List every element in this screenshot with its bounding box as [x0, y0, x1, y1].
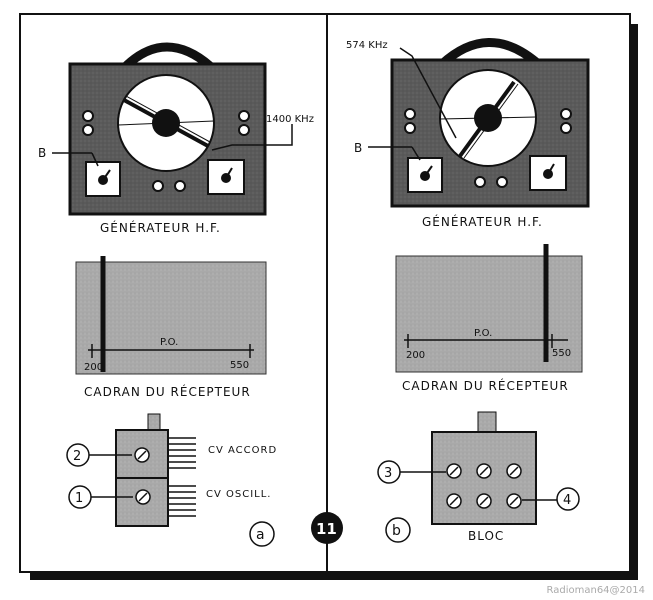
freq-label: 1400 KHz [266, 114, 314, 125]
shaft [477, 411, 497, 435]
scale-min: 200 [406, 350, 425, 361]
marker-4 [556, 487, 580, 511]
freq-leader [211, 124, 293, 151]
panel-letter-a: a [256, 527, 265, 543]
output-jack-1 [474, 176, 486, 188]
trimmer-slots [449, 466, 519, 506]
marker-1-label: 1 [75, 491, 83, 506]
dial-knob [474, 104, 502, 132]
b-label: B [38, 146, 46, 160]
meter-left-needle [102, 169, 111, 181]
jack-left-1 [404, 108, 416, 120]
generator-a: B 1400 KHz GÉNÉRATEUR H.F. [38, 42, 314, 235]
marker-2-label: 2 [73, 449, 81, 464]
jack-left-2 [404, 122, 416, 134]
dial-title: CADRAN DU RÉCEPTEUR [402, 378, 569, 393]
scale-min: 200 [84, 362, 103, 373]
meter-right-needle [547, 163, 555, 175]
panel-a: B 1400 KHz GÉNÉRATEUR H.F. P.O. 200 550 … [38, 42, 314, 547]
b-arrow [411, 146, 421, 161]
receiver-dial-a: P.O. 200 550 CADRAN DU RÉCEPTEUR [75, 256, 267, 399]
jack-left-2 [82, 124, 94, 136]
jack-right-2 [238, 124, 250, 136]
dial-knob [152, 109, 180, 137]
dial-title: CADRAN DU RÉCEPTEUR [84, 384, 251, 399]
marker-3-label: 3 [384, 466, 392, 481]
panel-letter-circle [385, 517, 411, 543]
dial-panel [395, 255, 583, 373]
jack-right-1 [560, 108, 572, 120]
carry-handle [438, 38, 539, 68]
cv-plates-bottom [168, 485, 196, 517]
scale-max: 550 [230, 360, 249, 371]
dial-panel [75, 261, 267, 375]
cv-plates-top [168, 437, 196, 469]
panel-letter-b: b [392, 523, 401, 539]
freq-leader [399, 47, 457, 139]
receiver-dial-b: P.O. 200 550 CADRAN DU RÉCEPTEUR [395, 244, 583, 393]
jack-right-1 [238, 110, 250, 122]
figure-number-badge [311, 512, 343, 544]
jack-left-1 [82, 110, 94, 122]
band-label: P.O. [474, 328, 492, 339]
jack-right-2 [560, 122, 572, 134]
cv-bloc-a: 2 1 CV ACCORD CV OSCILL. [66, 413, 277, 527]
b-label: B [354, 141, 362, 155]
cv-accord-label: CV ACCORD [208, 445, 277, 456]
panel-letter-circle [249, 521, 275, 547]
bloc-b: 3 4 BLOC [377, 411, 580, 543]
trimmer-1-slot [138, 492, 148, 502]
output-jack-2 [174, 180, 186, 192]
band-label: P.O. [160, 337, 178, 348]
generator-b: B 574 KHz GÉNÉRATEUR H.F. [346, 38, 590, 229]
watermark: Radioman64@2014 [546, 585, 645, 596]
meter-left-needle [424, 165, 433, 177]
carry-handle [122, 42, 213, 70]
b-arrow [91, 152, 99, 167]
trimmer-2-slot [137, 450, 147, 460]
cv-oscill-label: CV OSCILL. [206, 489, 271, 500]
panel-b: B 574 KHz GÉNÉRATEUR H.F. P.O. 200 550 C… [346, 38, 590, 543]
output-jack-2 [496, 176, 508, 188]
generator-title: GÉNÉRATEUR H.F. [422, 214, 543, 229]
output-jack-1 [152, 180, 164, 192]
generator-title: GÉNÉRATEUR H.F. [100, 220, 221, 235]
scale-max: 550 [552, 348, 571, 359]
figure-number: 11 [316, 520, 337, 538]
marker-4-label: 4 [563, 493, 571, 508]
freq-label: 574 KHz [346, 40, 388, 51]
meter-right-needle [225, 167, 233, 179]
bloc-title: BLOC [468, 529, 504, 543]
